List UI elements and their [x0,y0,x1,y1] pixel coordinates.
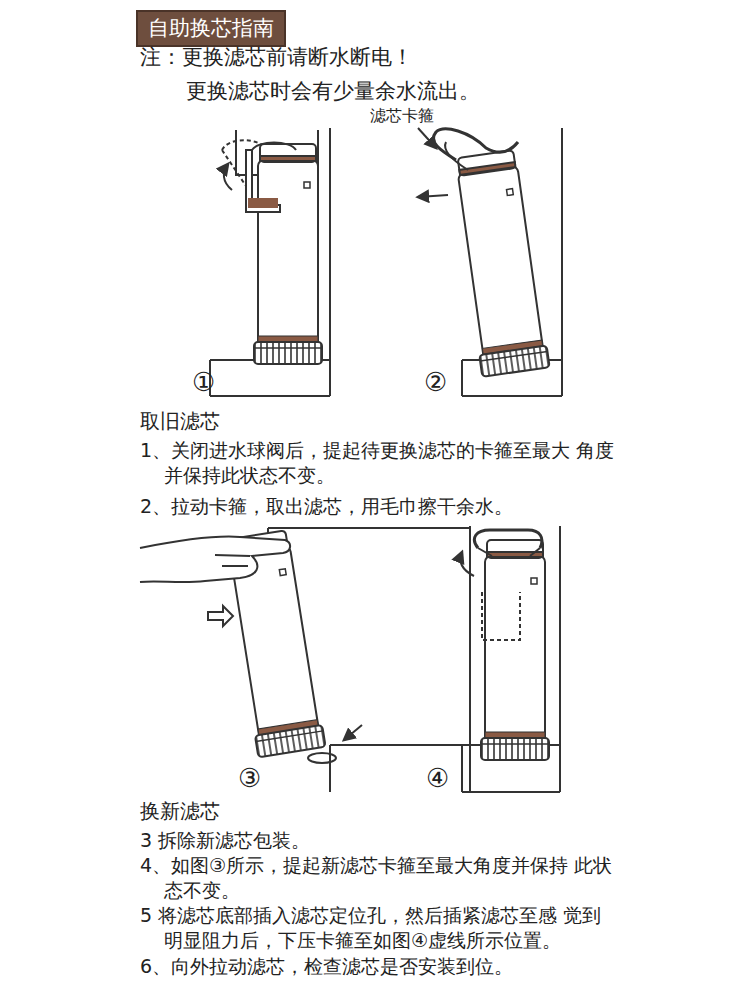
step-text: 2、拉动卡箍，取出滤芯，用毛巾擦干余水。 [140,494,616,519]
step-text: 6、向外拉动滤芯，检查滤芯是否安装到位。 [140,954,616,979]
step-text: 3 拆除新滤芯包装。 [140,828,616,853]
section-heading: 换新滤芯 [140,798,220,824]
step-text: 4、如图③所示，提起新滤芯卡箍至最大角度并保持 此状态不变。 [140,853,616,902]
step-text: 5 将滤芯底部插入滤芯定位孔，然后插紧滤芯至感 觉到明显阻力后，下压卡箍至如图④… [140,903,616,952]
note-line: 注：更换滤芯前请断水断电！ [140,44,413,71]
callout-number: ③ [238,762,261,796]
callout-number: ④ [426,762,449,796]
section-heading: 取旧滤芯 [140,408,220,434]
callout-number: ② [424,366,447,400]
title-banner: 自助换芯指南 [136,10,286,47]
note-line: 更换滤芯时会有少量余水流出。 [186,78,480,105]
part-label: 滤芯卡箍 [370,106,434,127]
callout-number: ① [192,366,215,400]
step-text: 1、关闭进水球阀后，提起待更换滤芯的卡箍至最大 角度并保持此状态不变。 [140,438,616,487]
